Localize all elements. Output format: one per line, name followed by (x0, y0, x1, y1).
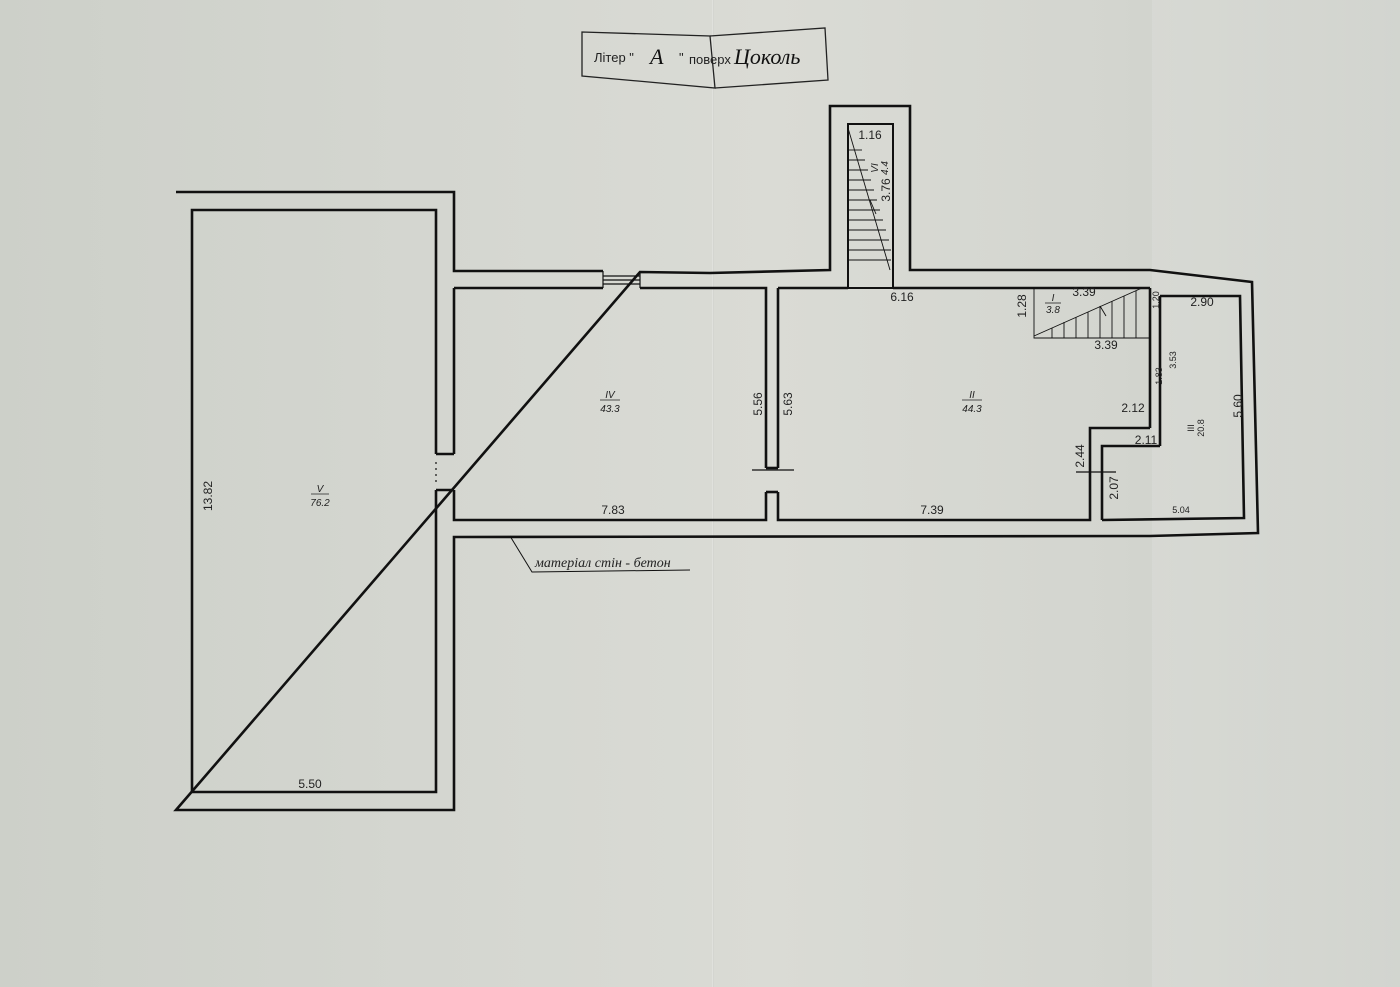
wall-material-note: матеріал стін - бетон (534, 556, 671, 571)
room-v-number: V (317, 484, 325, 495)
title-floor-label: поверх (689, 52, 731, 67)
door-marks (435, 452, 1116, 494)
dim-7-39: 7.39 (920, 503, 944, 517)
paper-fold (712, 0, 714, 987)
dim-5-60: 5.60 (1231, 394, 1245, 418)
room-v-area: 76.2 (310, 498, 330, 509)
outer-walls (173, 104, 1260, 812)
dim-2-44: 2.44 (1073, 444, 1087, 468)
dim-2-12: 2.12 (1121, 401, 1145, 415)
room-iv-area: 43.3 (600, 404, 620, 415)
dim-3-53: 3.53 (1168, 351, 1178, 369)
room-iii-number: III (1186, 424, 1196, 432)
dim-5-50: 5.50 (298, 777, 322, 791)
note-leader (509, 535, 691, 573)
room-labels: V 76.2 IV 43.3 II 44.3 III 20.8 VI 4.4 I… (310, 161, 1206, 509)
title-block: Літер " А " поверх Цоколь (581, 27, 829, 89)
room-iii-area: 20.8 (1196, 419, 1206, 437)
dim-1-20: 1.20 (1151, 291, 1161, 309)
dim-13-82: 13.82 (201, 481, 215, 511)
title-liter-close: " (679, 50, 684, 65)
title-liter-label: Літер " (594, 50, 634, 65)
dim-1-28: 1.28 (1015, 294, 1029, 318)
dim-5-56: 5.56 (751, 392, 765, 416)
room-i-number: I (1052, 293, 1055, 304)
dim-2-07: 2.07 (1107, 476, 1121, 500)
dim-5-04: 5.04 (1172, 505, 1190, 515)
title-floor-value: Цоколь (733, 44, 800, 69)
room-ii-area: 44.3 (962, 404, 982, 415)
dim-5-63: 5.63 (781, 392, 795, 416)
dim-2-11: 2.11 (1135, 433, 1158, 447)
dimension-labels: 1.16 3.76 6.16 1.28 3.39 3.39 1.20 2.90 … (201, 128, 1245, 791)
stair-vi (847, 127, 891, 271)
room-i-area: 3.8 (1046, 305, 1060, 316)
dim-1-83: 1.83 (1154, 367, 1164, 385)
dim-2-90: 2.90 (1190, 295, 1214, 309)
dim-3-39-top: 3.39 (1072, 285, 1096, 299)
stair-i (1033, 287, 1150, 339)
dim-3-39-bottom: 3.39 (1094, 338, 1118, 352)
dim-1-16: 1.16 (858, 128, 882, 142)
room-vi-area: 4.4 (880, 161, 891, 175)
room-ii-number: II (969, 390, 975, 401)
paper-fold-panel (1152, 0, 1400, 987)
dim-6-16: 6.16 (890, 290, 914, 304)
title-liter-value: А (648, 44, 664, 69)
dim-3-76: 3.76 (879, 178, 893, 202)
window (602, 271, 641, 288)
dim-7-83: 7.83 (601, 503, 625, 517)
room-iv-number: IV (605, 390, 616, 401)
room-vi-number: VI (870, 163, 881, 173)
